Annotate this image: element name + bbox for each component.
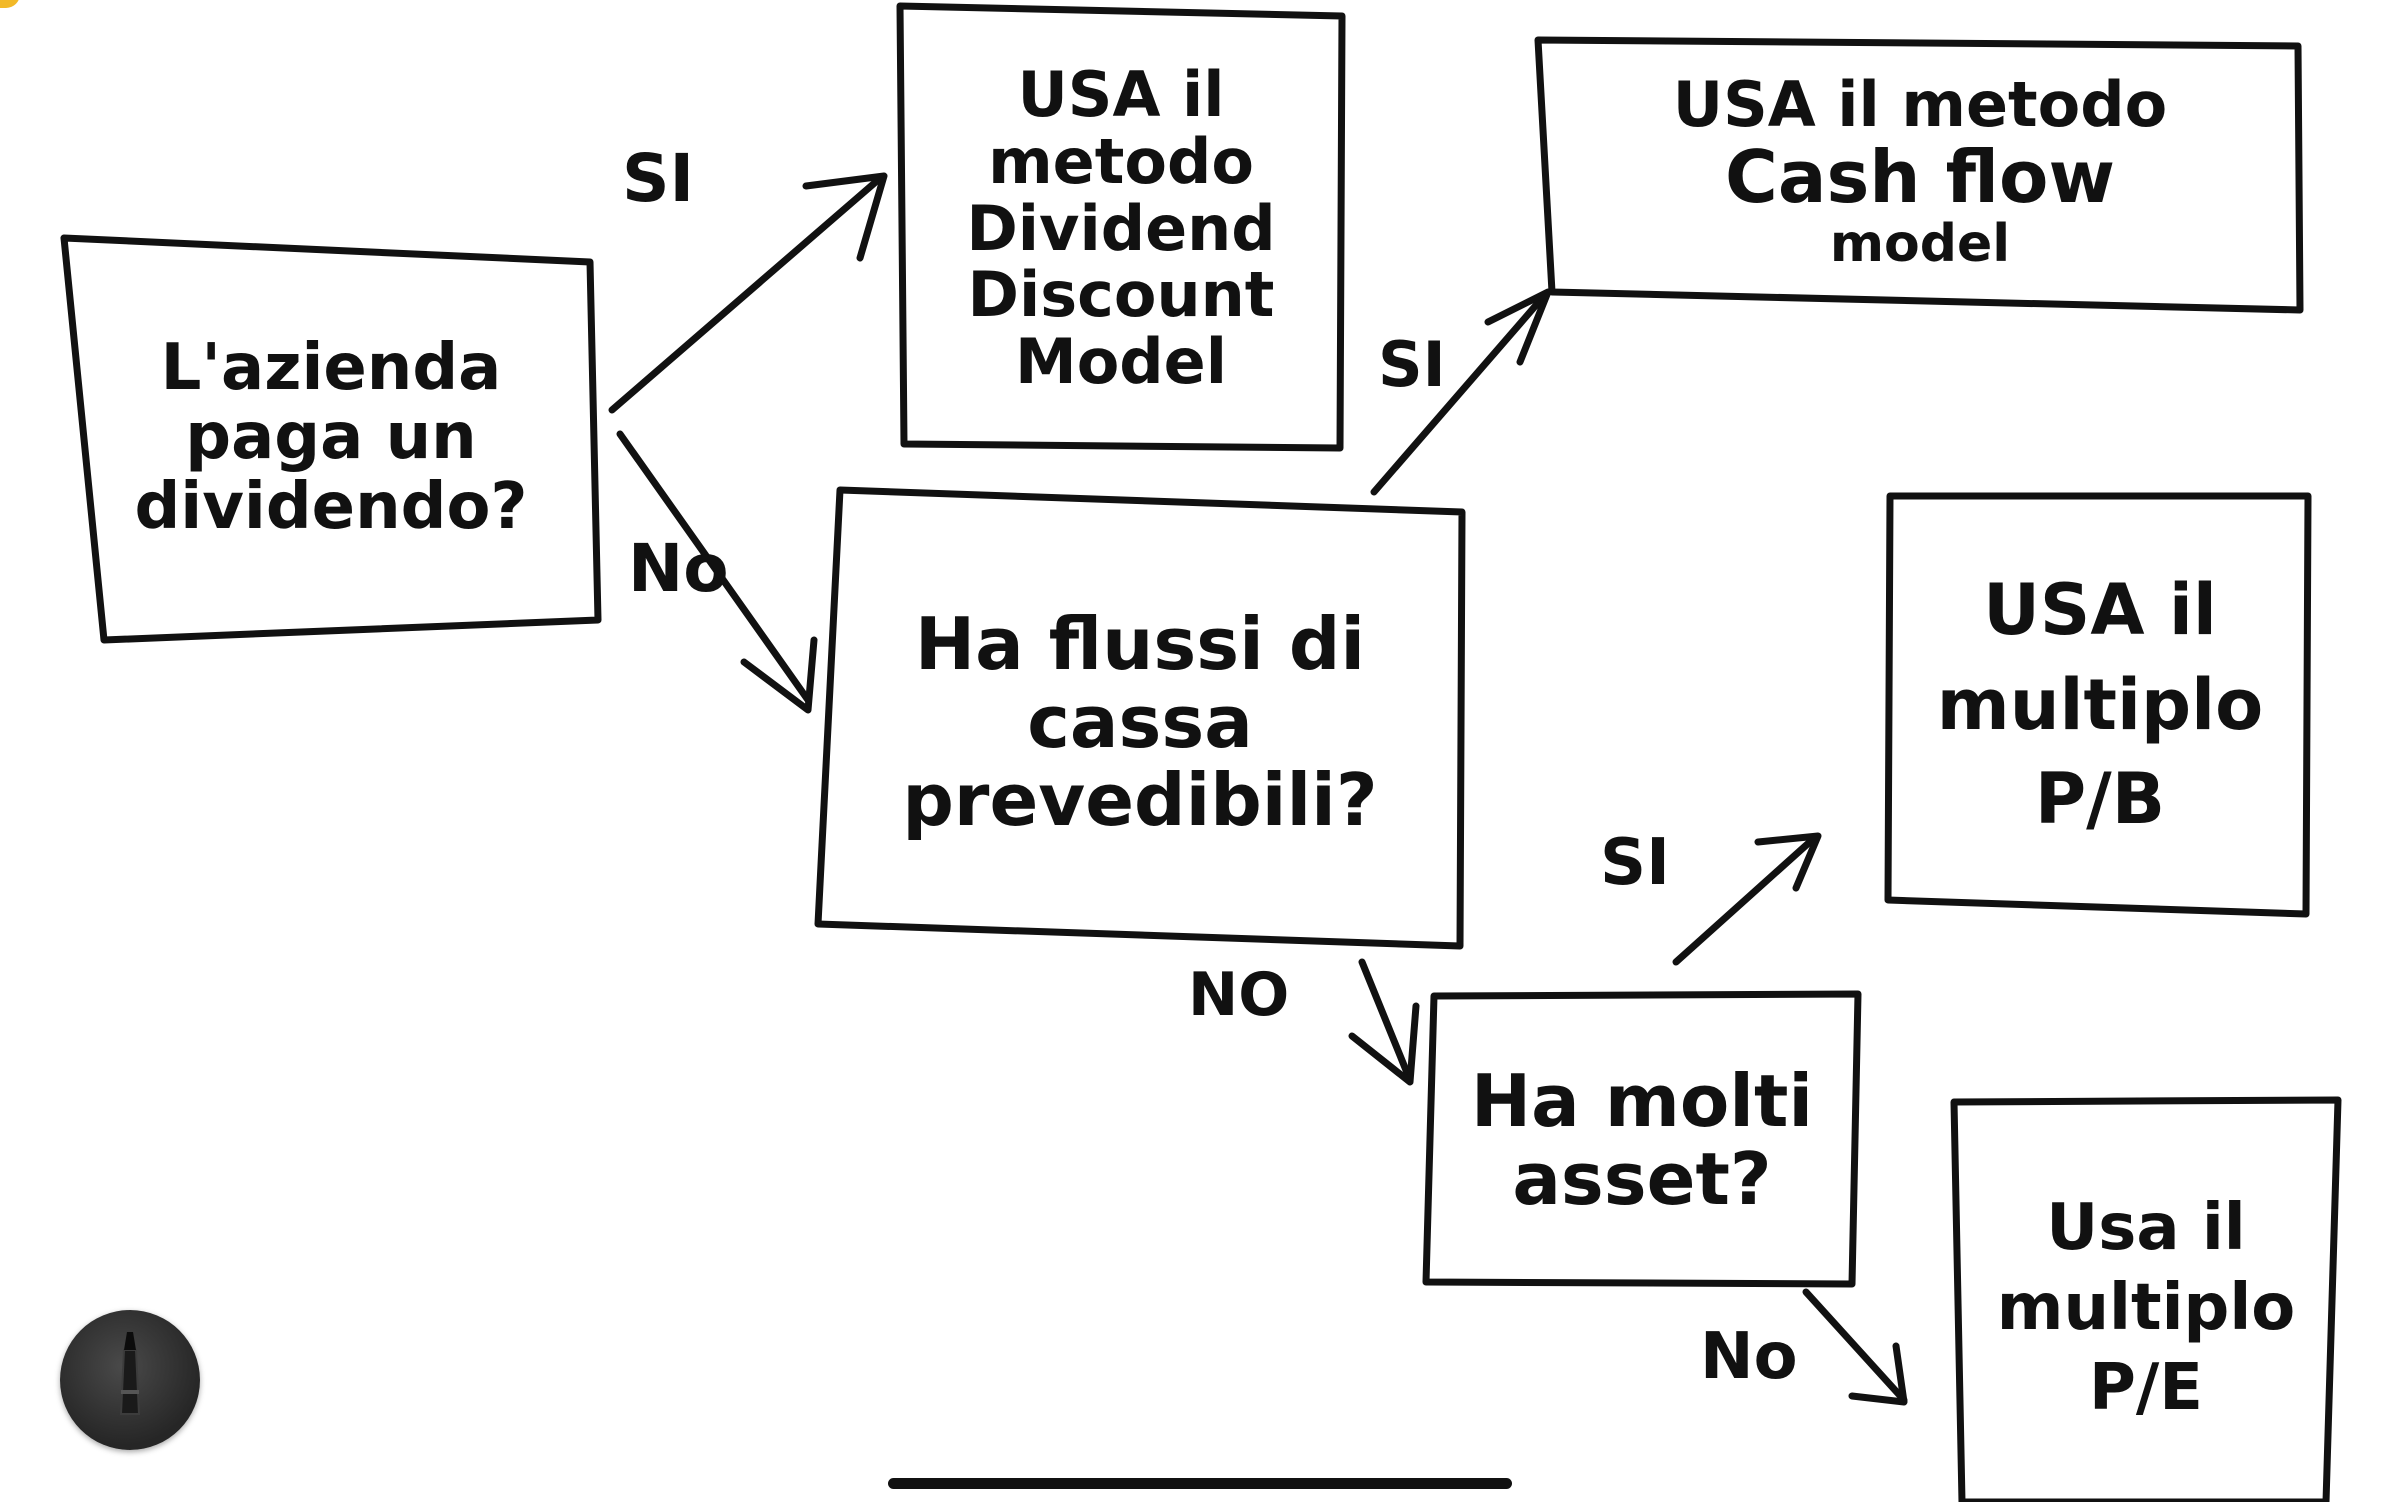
node-cashflow-question: Ha flussi di cassa prevedibili? <box>840 518 1440 928</box>
node-ddm: USA il metodo Dividend Discount Model <box>912 20 1330 438</box>
edge-label-assets-no: No <box>1700 1320 1798 1394</box>
node-line: prevedibili? <box>902 757 1378 842</box>
box-cashflow-question <box>814 486 1466 950</box>
arrow-assets-no <box>1802 1288 1908 1406</box>
node-line: Model <box>1015 325 1227 399</box>
node-line: cassa <box>1027 680 1253 765</box>
box-pe <box>1950 1096 2342 1502</box>
node-line: model <box>1829 214 2011 275</box>
node-pb: USA il multiplo P/B <box>1900 510 2300 900</box>
node-dividend-question: L'azienda paga un dividendo? <box>82 268 580 608</box>
node-cfm: USA il metodo Cash flow model <box>1552 52 2288 292</box>
corner-accent <box>0 0 20 8</box>
node-line: Cash flow <box>1725 134 2115 219</box>
pencil-icon <box>119 1332 141 1415</box>
edge-label-dividend-no: No <box>628 530 729 607</box>
home-indicator[interactable] <box>888 1478 1512 1489</box>
node-pe: Usa il multiplo P/E <box>1964 1116 2328 1500</box>
box-assets-question <box>1422 990 1862 1288</box>
node-line: multiplo <box>1936 663 2264 746</box>
node-line: L'azienda <box>160 331 502 406</box>
node-line: Discount <box>967 258 1275 332</box>
pencil-tool-button[interactable] <box>60 1310 200 1450</box>
node-line: metodo <box>988 124 1254 198</box>
node-line: Dividend <box>966 191 1276 265</box>
node-line: Ha flussi di <box>914 602 1366 687</box>
box-cfm <box>1534 36 2304 314</box>
node-line: USA il <box>1017 57 1225 131</box>
edge-label-assets-yes: SI <box>1600 826 1670 900</box>
node-line: paga un <box>185 400 477 475</box>
node-line: Usa il <box>2046 1191 2246 1265</box>
edge-label-dividend-yes: SI <box>622 140 695 217</box>
arrow-assets-yes <box>1672 832 1822 966</box>
node-line: Ha molti <box>1470 1059 1814 1144</box>
box-ddm <box>896 2 1346 452</box>
node-line: dividendo? <box>134 469 528 544</box>
node-line: multiplo <box>1996 1271 2296 1345</box>
arrow-dividend-yes <box>608 172 888 414</box>
node-line: USA il <box>1983 569 2217 652</box>
edge-label-cashflow-yes: SI <box>1378 328 1446 401</box>
box-dividend-question <box>60 234 602 644</box>
box-pb <box>1884 492 2312 918</box>
arrow-cashflow-no <box>1348 958 1420 1086</box>
arrow-cashflow-yes <box>1370 288 1552 496</box>
node-line: asset? <box>1512 1137 1772 1221</box>
edge-label-cashflow-no: NO <box>1188 960 1290 1030</box>
arrow-dividend-no <box>616 430 818 714</box>
node-line: P/B <box>2034 758 2166 841</box>
node-line: P/E <box>2089 1351 2203 1425</box>
node-line: USA il metodo <box>1672 67 2168 141</box>
node-assets-question: Ha molti asset? <box>1440 1010 1844 1272</box>
